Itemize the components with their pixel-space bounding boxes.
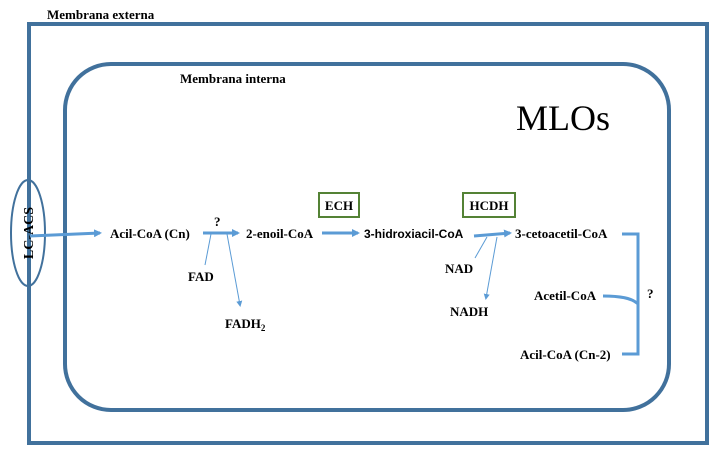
fad-branch: [204, 233, 212, 266]
nadh-branch: [483, 236, 498, 300]
nad-branch: [474, 236, 488, 259]
acyl-coa-cn: Acil-CoA (Cn): [110, 226, 190, 241]
compartment-title: MLOs: [516, 98, 610, 138]
enoyl-coa: 2-enoil-CoA: [246, 226, 314, 241]
step1-unknown: ?: [214, 214, 221, 229]
step4-unknown: ?: [647, 286, 654, 301]
import-arrow: [29, 229, 102, 238]
acetyl-coa-join: [602, 294, 640, 306]
lc-acs-label: LC-ACS: [22, 207, 37, 259]
outer-membrane-label: Membrana externa: [47, 7, 155, 22]
inner-membrane: [63, 62, 671, 412]
hcdh-enzyme-box: [462, 192, 516, 218]
inner-membrane-label: Membrana interna: [180, 71, 286, 86]
fadh2-branch: [226, 233, 243, 307]
ech-enzyme-box: [318, 192, 360, 218]
hydroxyacyl-coa: 3-hidroxiacil-CoA: [364, 227, 464, 241]
thiolysis-bracket: [622, 232, 640, 356]
fad-label: FAD: [188, 269, 214, 284]
ketoacyl-coa: 3-cetoacetil-CoA: [515, 226, 608, 241]
fadh2-label: FADH2: [225, 316, 266, 333]
acyl-coa-cn2: Acil-CoA (Cn-2): [520, 347, 611, 362]
ech-enzyme-label: ECH: [325, 198, 353, 213]
hcdh-enzyme-label: HCDH: [470, 198, 509, 213]
acetyl-coa: Acetil-CoA: [534, 288, 597, 303]
nadh-label: NADH: [450, 304, 488, 319]
nad-label: NAD: [445, 261, 473, 276]
step3-arrow: [473, 229, 512, 238]
